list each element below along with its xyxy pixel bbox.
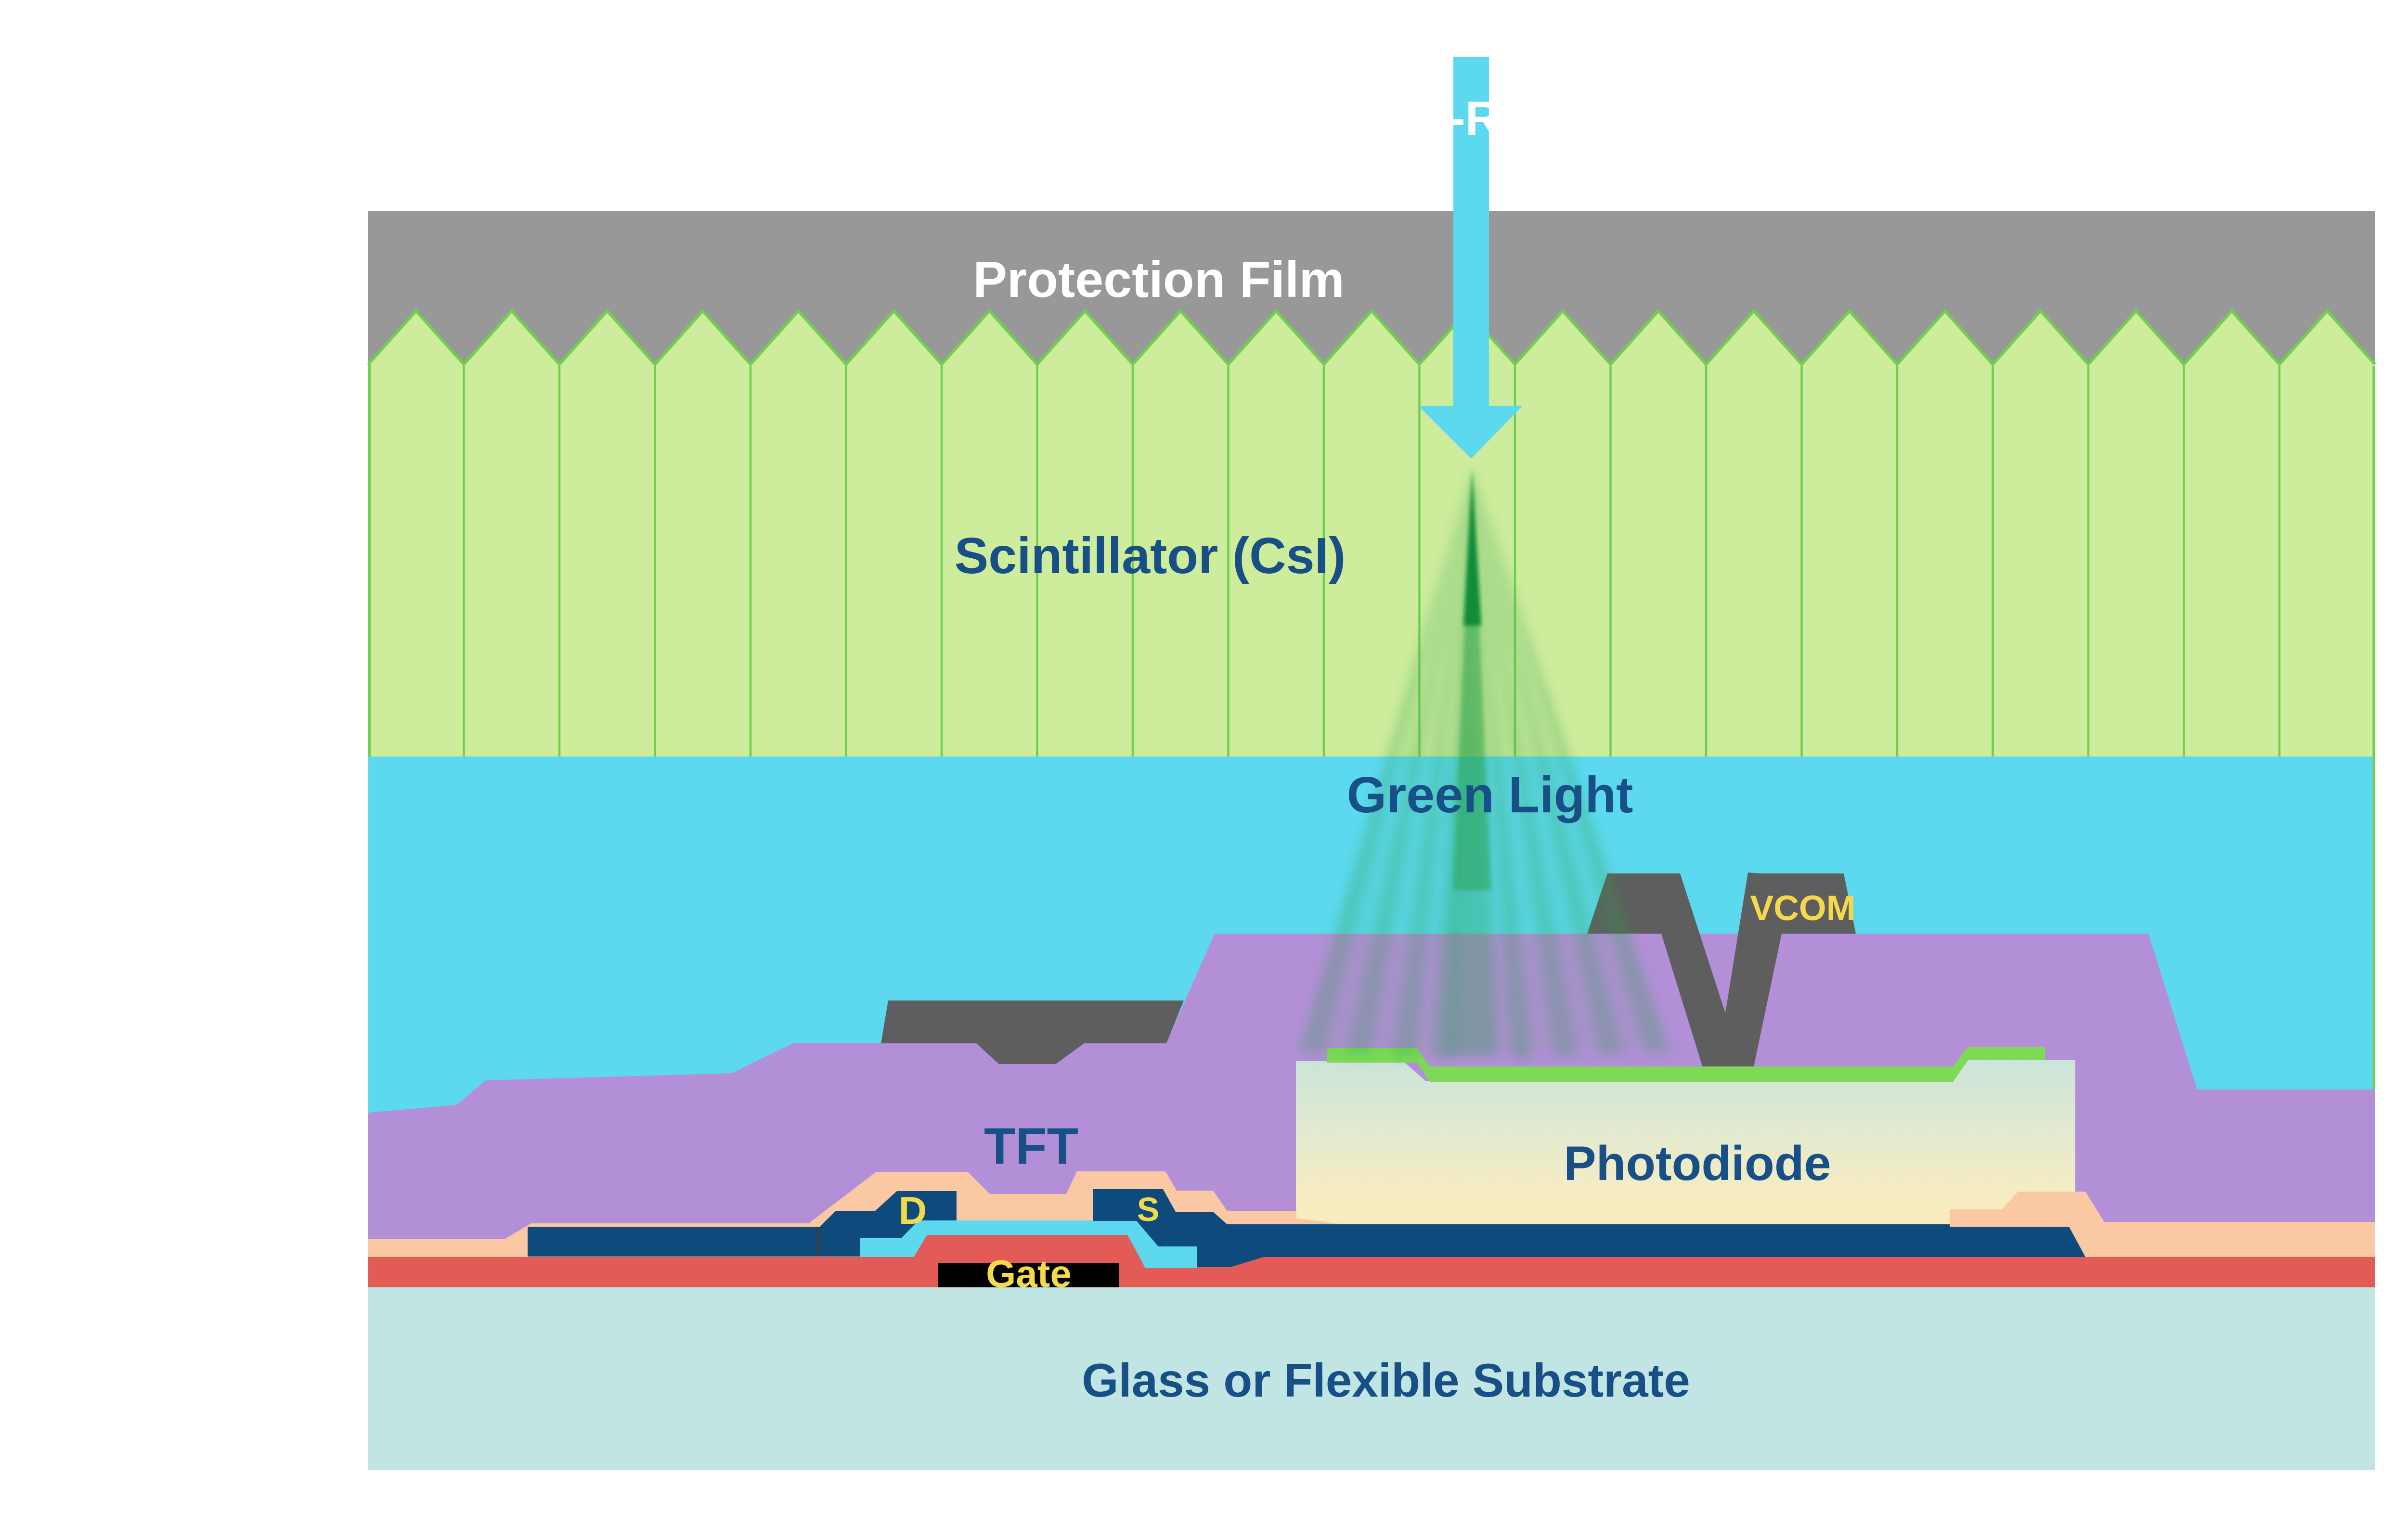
svg-text:S: S [1137,1191,1160,1228]
svg-text:Scintillator (CsI): Scintillator (CsI) [955,527,1346,584]
svg-text:Green Light: Green Light [1347,767,1633,823]
svg-text:X-Ray: X-Ray [1418,91,1553,145]
svg-text:VCOM: VCOM [1750,889,1856,928]
svg-text:D: D [899,1189,927,1232]
svg-text:Glass or Flexible Substrate: Glass or Flexible Substrate [1082,1354,1690,1407]
svg-text:TFT: TFT [984,1117,1078,1175]
svg-text:Protection Film: Protection Film [973,251,1345,308]
svg-text:Photodiode: Photodiode [1564,1137,1831,1191]
svg-text:Gate: Gate [986,1252,1072,1295]
